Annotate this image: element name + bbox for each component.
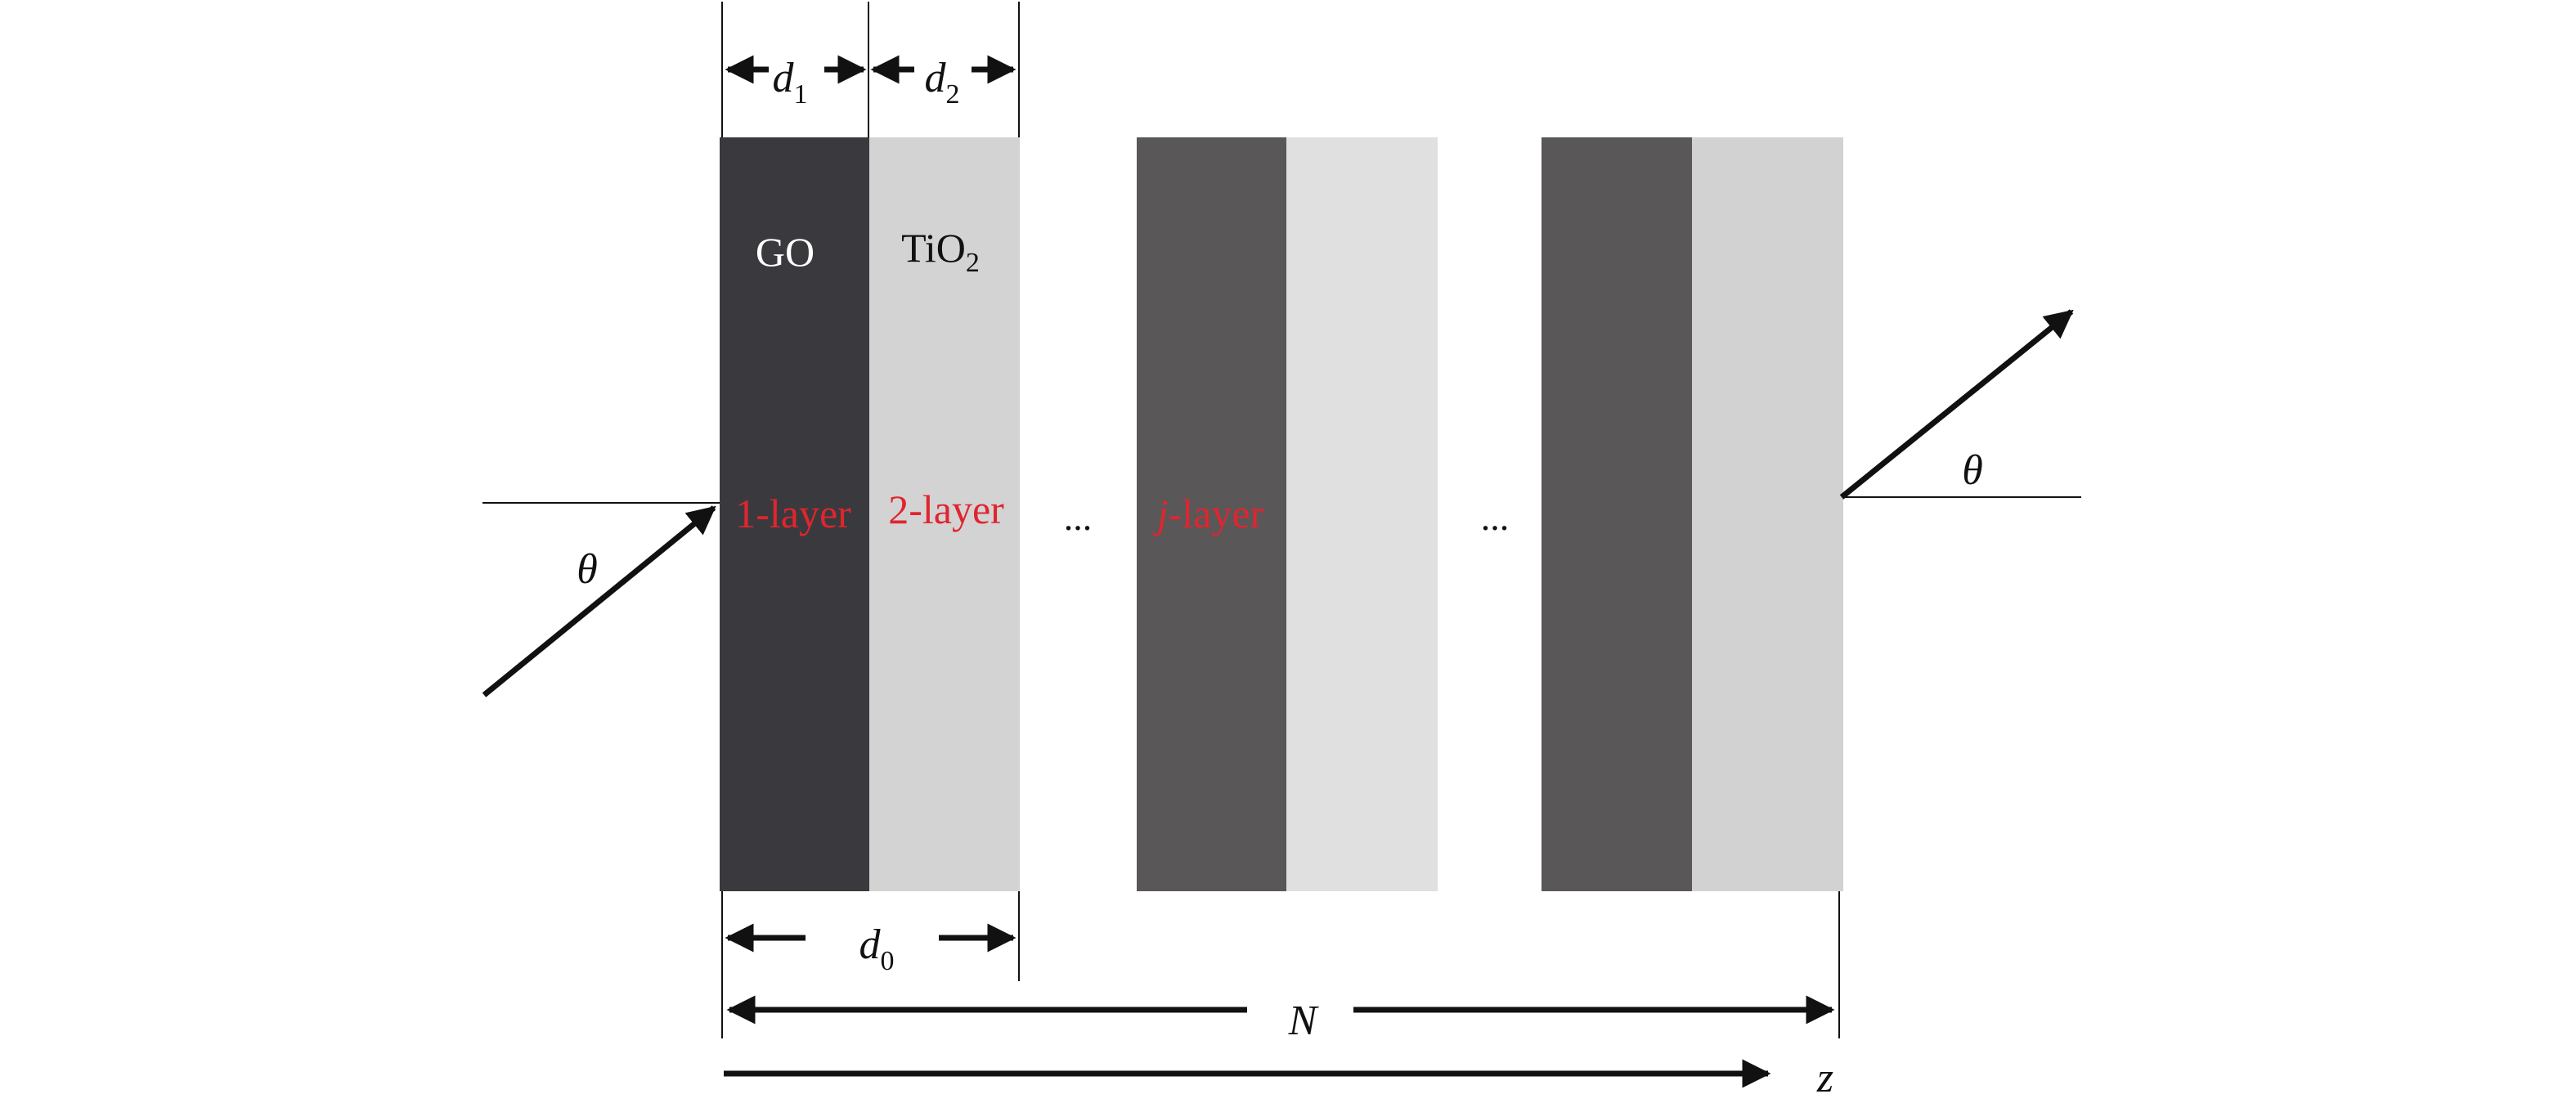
tio2-layer-slab — [869, 137, 1020, 891]
second-layer-label: 2-layer — [888, 486, 1004, 532]
exit-ray-arrow — [1839, 309, 2074, 500]
go-material-label: GO — [756, 229, 815, 275]
incident-angle-label: θ — [577, 546, 598, 593]
d2-label: d2 — [925, 55, 960, 110]
ellipsis-after-j-pair: ... — [1481, 496, 1510, 538]
exit-angle-label: θ — [1962, 447, 1983, 494]
ellipsis-after-first-pair: ... — [1064, 496, 1093, 538]
incident-ray-arrow — [482, 505, 716, 697]
d1-label: d1 — [773, 55, 808, 110]
j-layer-label: j-layer — [1152, 491, 1264, 536]
d0-label: d0 — [859, 921, 895, 976]
go-layer-slab — [720, 137, 869, 891]
last-pair-dark-slab — [1542, 137, 1692, 891]
last-pair-light-slab — [1692, 137, 1843, 891]
j-layer-light-slab — [1286, 137, 1438, 891]
n-period-label: N — [1288, 998, 1320, 1044]
reference-lines — [721, 2, 1840, 1038]
dimension-arrows — [724, 55, 1835, 1088]
j-layer-dark-slab — [1137, 137, 1286, 891]
z-axis-label: z — [1816, 1055, 1833, 1101]
first-layer-label: 1-layer — [735, 491, 851, 536]
tio2-material-label: TiO2 — [901, 225, 980, 278]
